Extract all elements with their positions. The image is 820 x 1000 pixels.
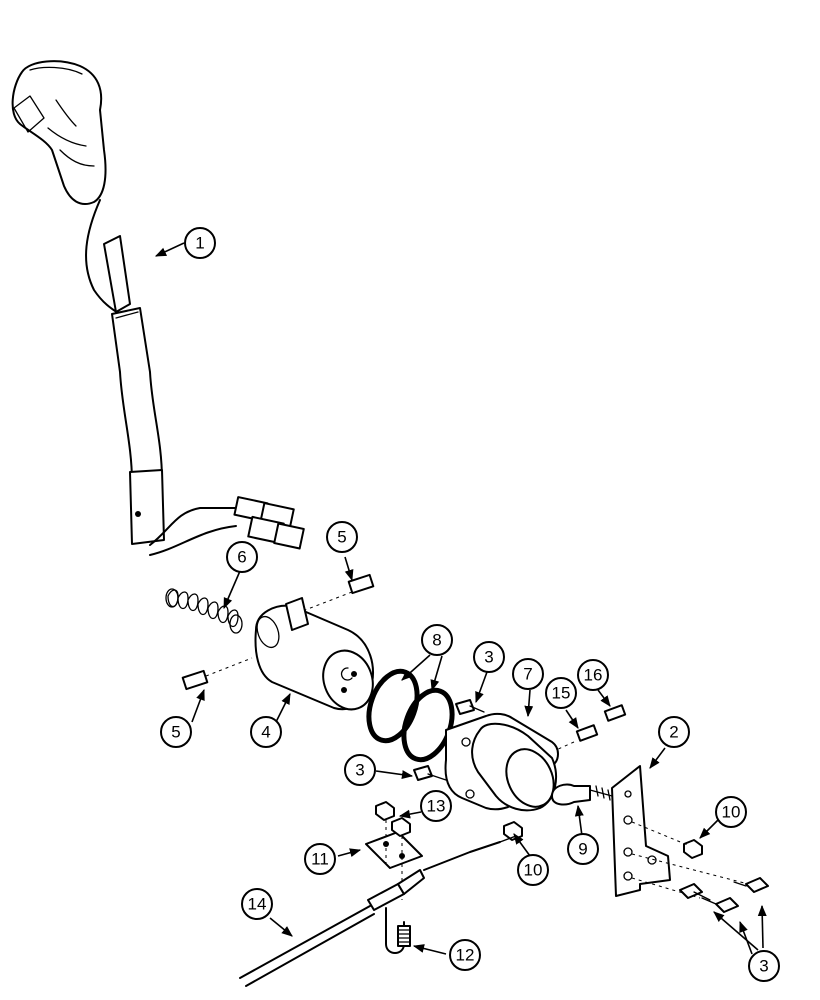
svg-text:7: 7 (523, 665, 532, 684)
svg-text:3: 3 (355, 761, 364, 780)
callout-3: 3 (344, 754, 376, 786)
svg-text:15: 15 (552, 684, 571, 703)
control-cable (239, 835, 517, 987)
screw-small (603, 704, 627, 722)
set-screw-upper (299, 573, 375, 613)
nut-13a (375, 801, 395, 821)
callout-7: 7 (512, 658, 544, 690)
svg-text:12: 12 (456, 946, 475, 965)
pin (555, 724, 599, 751)
svg-text:6: 6 (237, 548, 246, 567)
shift-lever-assembly (11, 60, 305, 556)
svg-text:11: 11 (311, 850, 329, 869)
callout-12: 12 (449, 939, 481, 971)
callout-5: 5 (326, 521, 358, 553)
svg-text:2: 2 (669, 723, 678, 742)
svg-text:1: 1 (195, 234, 204, 253)
svg-text:3: 3 (759, 957, 768, 976)
svg-text:5: 5 (337, 528, 346, 547)
svg-text:13: 13 (427, 797, 446, 816)
bolt-lower (413, 765, 447, 781)
pivot-housing (254, 597, 374, 711)
callout-15: 15 (545, 677, 577, 709)
spring (165, 588, 243, 634)
svg-text:8: 8 (432, 631, 441, 650)
callout-8: 8 (421, 624, 453, 656)
svg-text:10: 10 (524, 861, 543, 880)
u-bolt (385, 907, 411, 954)
nut-right (683, 839, 703, 859)
callout-11: 11 (304, 843, 336, 875)
svg-text:5: 5 (171, 723, 180, 742)
ball-joint (551, 783, 613, 806)
callout-9: 9 (567, 833, 599, 865)
callout-10: 10 (715, 796, 747, 828)
bolt-upper (455, 699, 485, 715)
svg-text:4: 4 (261, 723, 270, 742)
mounting-plate (611, 765, 749, 899)
set-screw-lower (181, 657, 253, 691)
svg-text:3: 3 (484, 648, 493, 667)
callout-13: 13 (420, 790, 452, 822)
svg-text:14: 14 (248, 895, 267, 914)
callout-16: 16 (577, 659, 609, 691)
callout-3: 3 (748, 950, 780, 982)
callout-14: 14 (241, 888, 273, 920)
callout-5: 5 (160, 716, 192, 748)
clamp-plate (365, 831, 423, 869)
callout-2: 2 (658, 716, 690, 748)
mounting-housing (444, 712, 559, 812)
callout-10: 10 (517, 854, 549, 886)
bolts-plate (679, 877, 769, 913)
callout-3: 3 (473, 641, 505, 673)
callout-1: 1 (184, 227, 216, 259)
svg-text:9: 9 (578, 840, 587, 859)
callout-6: 6 (226, 541, 258, 573)
svg-text:10: 10 (722, 803, 741, 822)
svg-text:16: 16 (584, 666, 603, 685)
callout-4: 4 (250, 716, 282, 748)
leader-arrows (154, 242, 767, 955)
